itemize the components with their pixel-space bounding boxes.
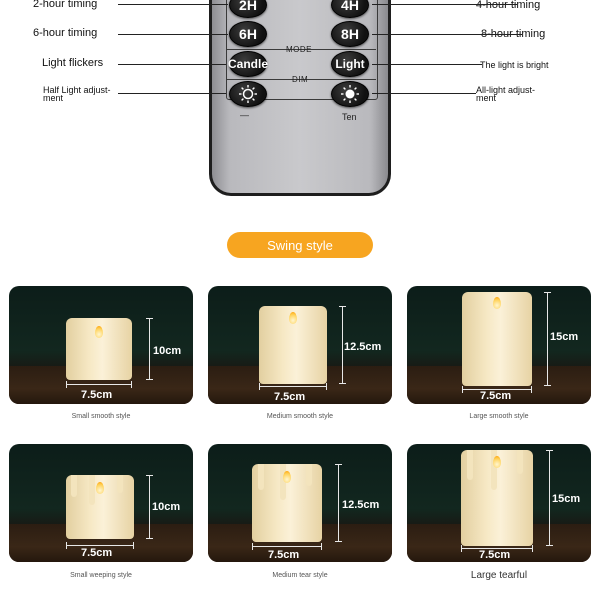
height-label: 12.5cm bbox=[344, 341, 382, 353]
height-label: 12.5cm bbox=[342, 499, 380, 511]
sun-outline-icon bbox=[239, 85, 257, 103]
annotation-candle: Light flickers bbox=[42, 57, 104, 69]
ten-label: Ten bbox=[342, 112, 357, 122]
annotation-light: The light is bright bbox=[480, 60, 549, 70]
wax-drip bbox=[117, 475, 123, 493]
wax-drip bbox=[517, 450, 523, 474]
remote-divider bbox=[226, 79, 376, 80]
height-dimension bbox=[546, 450, 553, 546]
timer-2h-button[interactable]: 2H bbox=[229, 0, 267, 18]
width-label: 7.5cm bbox=[268, 549, 300, 561]
candle-button[interactable]: Candle bbox=[228, 51, 268, 77]
width-label: 7.5cm bbox=[81, 389, 113, 401]
height-label: 15cm bbox=[552, 493, 581, 505]
width-dimension bbox=[252, 543, 322, 550]
wax-drip bbox=[280, 464, 286, 500]
leader-line bbox=[372, 93, 476, 94]
annotation-dim-up-line2: ment bbox=[476, 93, 497, 103]
wax-drip bbox=[89, 475, 95, 505]
timer-4h-button[interactable]: 4H bbox=[331, 0, 369, 18]
minus-label: — bbox=[240, 110, 249, 120]
dim-label: DIM bbox=[292, 75, 309, 84]
width-dimension bbox=[66, 542, 134, 549]
annotation-dim-down-line2: ment bbox=[43, 93, 64, 103]
section-title-pill: Swing style bbox=[227, 232, 373, 258]
leader-line bbox=[372, 4, 517, 5]
wax-drip bbox=[491, 450, 497, 490]
width-dimension bbox=[461, 545, 533, 552]
width-label: 7.5cm bbox=[479, 549, 511, 561]
remote-button-panel bbox=[226, 0, 378, 100]
wax-drip bbox=[306, 464, 312, 486]
leader-line bbox=[118, 34, 228, 35]
product-caption: Small weeping style bbox=[70, 572, 132, 579]
flame-icon bbox=[493, 456, 501, 468]
product-card-small-smooth: 10cm 7.5cm bbox=[9, 286, 193, 404]
light-button[interactable]: Light bbox=[331, 51, 369, 77]
product-card-small-weeping: 10cm 7.5cm bbox=[9, 444, 193, 562]
annotation-dim-down: Half Light adjust- ment bbox=[43, 85, 111, 103]
sun-filled-icon bbox=[341, 85, 359, 103]
annotation-6h: 6-hour timing bbox=[33, 27, 98, 39]
wax-drip bbox=[258, 464, 264, 490]
width-dimension bbox=[66, 381, 132, 388]
wax-drip bbox=[71, 475, 77, 497]
product-card-medium-tear: 12.5cm 7.5cm bbox=[208, 444, 392, 562]
annotation-dim-down-line1: Half Light adjust- bbox=[43, 85, 111, 95]
dim-down-button[interactable] bbox=[229, 81, 267, 107]
height-dimension bbox=[335, 464, 342, 542]
width-dimension bbox=[462, 386, 532, 393]
flame-icon bbox=[283, 471, 291, 483]
product-caption: Large smooth style bbox=[469, 413, 529, 420]
flame-icon bbox=[289, 312, 297, 324]
product-caption: Medium tear style bbox=[272, 572, 328, 579]
product-caption: Large tearful bbox=[470, 570, 528, 581]
product-caption: Small smooth style bbox=[71, 413, 131, 420]
flame-icon bbox=[95, 326, 103, 338]
width-label: 7.5cm bbox=[81, 547, 113, 559]
wax-drip bbox=[467, 450, 473, 480]
product-card-medium-smooth: 12.5cm 7.5cm bbox=[208, 286, 392, 404]
width-label: 7.5cm bbox=[480, 390, 512, 402]
width-label: 7.5cm bbox=[274, 391, 306, 403]
product-caption: Medium smooth style bbox=[266, 413, 334, 420]
product-card-large-smooth: 15cm 7.5cm bbox=[407, 286, 591, 404]
height-dimension bbox=[146, 475, 153, 539]
height-dimension bbox=[146, 318, 153, 380]
remote-control: 2H 4H 6H 8H MODE Candle Light DIM bbox=[209, 0, 391, 196]
height-dimension bbox=[339, 306, 346, 384]
remote-divider bbox=[226, 49, 376, 50]
leader-line bbox=[118, 64, 226, 65]
leader-line bbox=[372, 64, 482, 65]
mode-label: MODE bbox=[286, 45, 312, 54]
height-label: 10cm bbox=[152, 501, 181, 513]
timer-8h-button[interactable]: 8H bbox=[331, 21, 369, 47]
height-dimension bbox=[544, 292, 551, 386]
width-dimension bbox=[259, 383, 327, 390]
leader-line bbox=[372, 34, 522, 35]
flame-icon bbox=[96, 482, 104, 494]
annotation-dim-up-line1: All-light adjust- bbox=[476, 85, 536, 95]
product-card-large-tearful: 15cm 7.5cm bbox=[407, 444, 591, 562]
leader-line bbox=[118, 93, 226, 94]
annotation-dim-up: All-light adjust- ment bbox=[476, 85, 536, 103]
annotation-2h: 2-hour timing bbox=[33, 0, 98, 10]
timer-6h-button[interactable]: 6H bbox=[229, 21, 267, 47]
annotation-4h: 4-hour timing bbox=[476, 0, 541, 11]
flame-icon bbox=[493, 297, 501, 309]
leader-line bbox=[118, 4, 228, 5]
height-label: 15cm bbox=[550, 331, 579, 343]
height-label: 10cm bbox=[153, 345, 182, 357]
dim-up-button[interactable] bbox=[331, 81, 369, 107]
